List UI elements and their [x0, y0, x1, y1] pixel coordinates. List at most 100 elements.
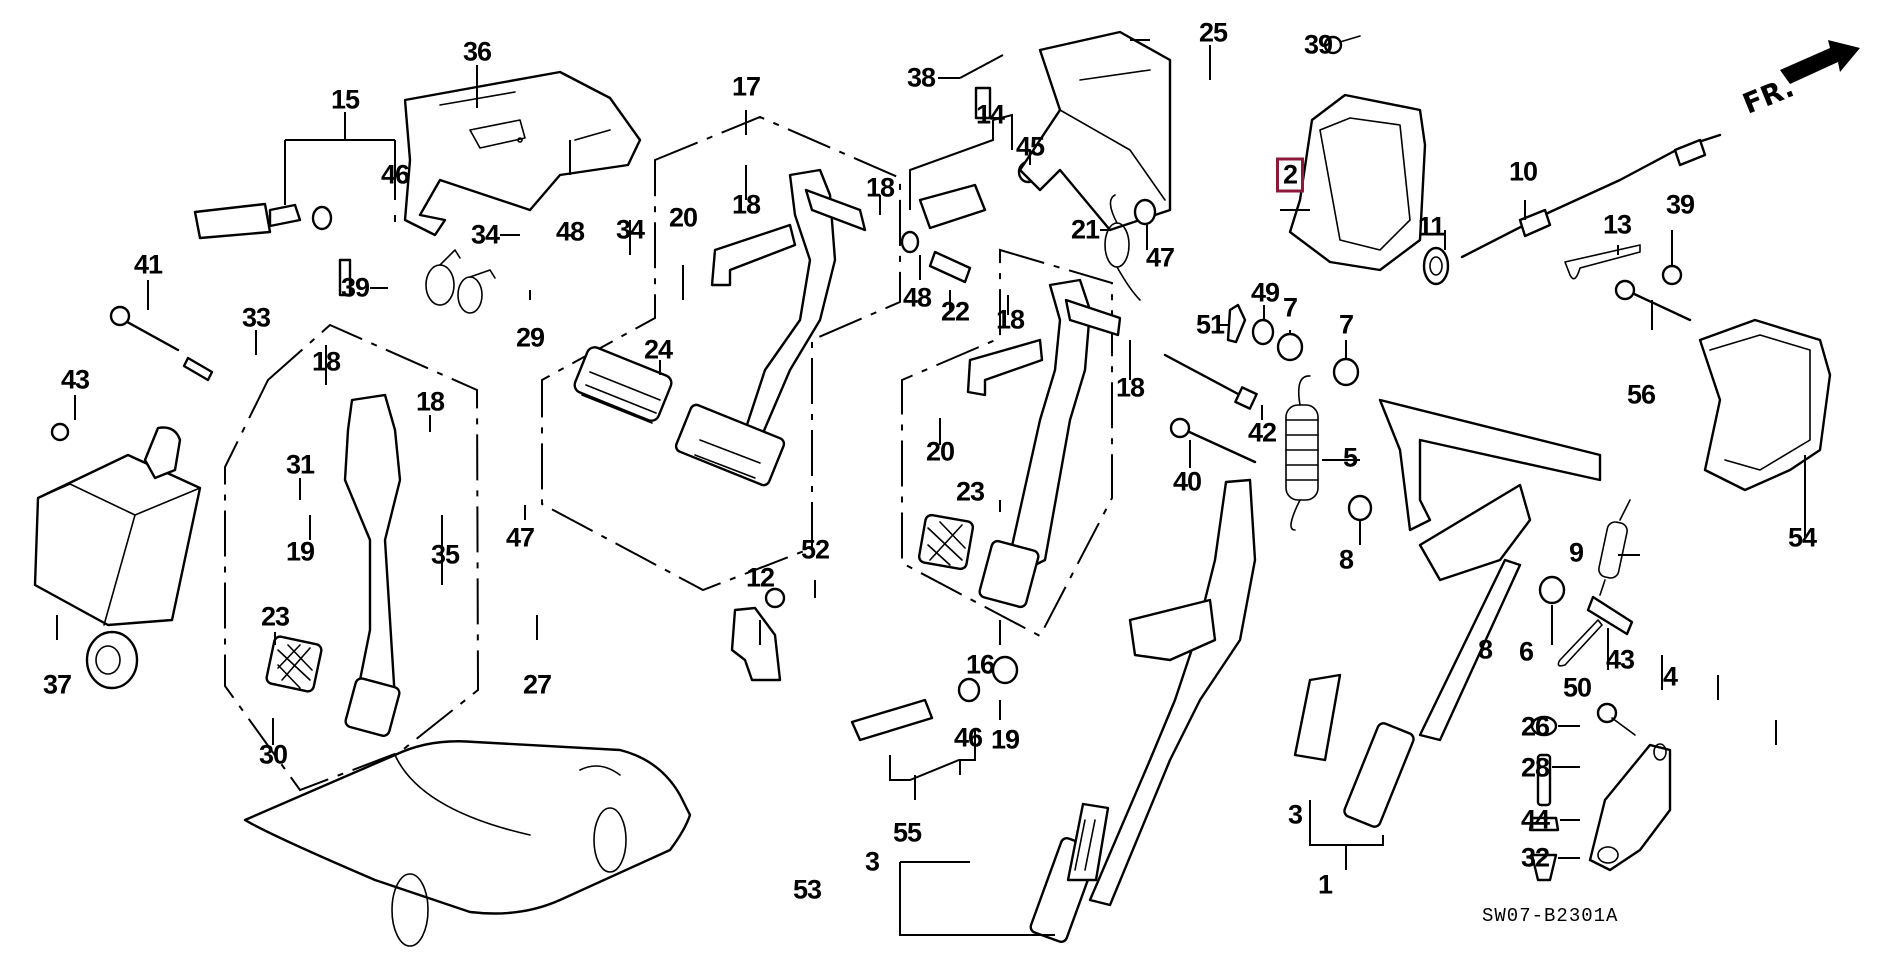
- callout-9[interactable]: 9: [1568, 537, 1584, 568]
- callout-39[interactable]: 39: [1303, 29, 1333, 60]
- callout-42[interactable]: 42: [1247, 417, 1277, 448]
- callout-18[interactable]: 18: [731, 189, 761, 220]
- callout-10[interactable]: 10: [1508, 156, 1538, 187]
- callout-32[interactable]: 32: [1520, 842, 1550, 873]
- callout-55[interactable]: 55: [892, 817, 922, 848]
- part-42-head: [1234, 386, 1258, 410]
- callout-37[interactable]: 37: [42, 669, 72, 700]
- callout-27[interactable]: 27: [522, 669, 552, 700]
- callout-47[interactable]: 47: [505, 522, 535, 553]
- callout-40[interactable]: 40: [1172, 466, 1202, 497]
- callout-7[interactable]: 7: [1282, 292, 1298, 323]
- callout-46[interactable]: 46: [380, 159, 410, 190]
- diagram-code: SW07-B2301A: [1482, 905, 1619, 927]
- part-54-bracket: [1698, 318, 1832, 492]
- part-12-bracket: [730, 606, 782, 682]
- callout-18[interactable]: 18: [415, 386, 445, 417]
- callout-48[interactable]: 48: [902, 282, 932, 313]
- callout-31[interactable]: 31: [285, 449, 315, 480]
- callout-56[interactable]: 56: [1626, 379, 1656, 410]
- part-40-bolt: [1183, 428, 1257, 464]
- part-8a-bushing: [1347, 494, 1373, 522]
- callout-17[interactable]: 17: [731, 71, 761, 102]
- callout-34[interactable]: 34: [470, 219, 500, 250]
- group-outline-30: [224, 323, 480, 792]
- callout-19[interactable]: 19: [285, 536, 315, 567]
- part-15-switch: [193, 202, 333, 240]
- callout-50[interactable]: 50: [1562, 672, 1592, 703]
- callout-12[interactable]: 12: [745, 562, 775, 593]
- callout-8[interactable]: 8: [1338, 544, 1354, 575]
- callout-7[interactable]: 7: [1338, 309, 1354, 340]
- callout-47[interactable]: 47: [1145, 242, 1175, 273]
- part-53-pedal-assembly: [1029, 478, 1257, 943]
- part-26-cushion: [1530, 715, 1558, 737]
- callout-38[interactable]: 38: [906, 62, 936, 93]
- callout-3[interactable]: 3: [1287, 799, 1303, 830]
- part-28-screw: [1536, 753, 1552, 807]
- callout-18[interactable]: 18: [311, 346, 341, 377]
- callout-6[interactable]: 6: [1518, 636, 1534, 667]
- callout-20[interactable]: 20: [668, 202, 698, 233]
- callout-45[interactable]: 45: [1015, 131, 1045, 162]
- callout-23[interactable]: 23: [260, 601, 290, 632]
- callout-2-selected[interactable]: 2: [1275, 157, 1305, 193]
- part-39c-bolt: [1661, 264, 1683, 286]
- callout-18[interactable]: 18: [865, 172, 895, 203]
- callout-36[interactable]: 36: [462, 36, 492, 67]
- callout-29[interactable]: 29: [515, 322, 545, 353]
- part-19-cap: [991, 655, 1019, 685]
- callout-24[interactable]: 24: [643, 334, 673, 365]
- callout-48[interactable]: 48: [555, 216, 585, 247]
- callout-28[interactable]: 28: [1520, 752, 1550, 783]
- group-outline-17: [541, 115, 901, 592]
- callout-25[interactable]: 25: [1198, 17, 1228, 48]
- callout-53[interactable]: 53: [792, 874, 822, 905]
- part-47-nut: [1133, 198, 1157, 226]
- leader-lines: [56, 39, 1806, 936]
- callout-43[interactable]: 43: [1605, 644, 1635, 675]
- callout-34[interactable]: 34: [615, 214, 645, 245]
- callout-54[interactable]: 54: [1787, 522, 1817, 553]
- callout-18[interactable]: 18: [1115, 372, 1145, 403]
- callout-46[interactable]: 46: [953, 722, 983, 753]
- callout-3[interactable]: 3: [864, 846, 880, 877]
- callout-23[interactable]: 23: [955, 476, 985, 507]
- callout-33[interactable]: 33: [241, 302, 271, 333]
- callout-4[interactable]: 4: [1662, 661, 1678, 692]
- callout-19[interactable]: 19: [990, 724, 1020, 755]
- callout-41[interactable]: 41: [133, 249, 163, 280]
- callout-14[interactable]: 14: [975, 99, 1005, 130]
- callout-22[interactable]: 22: [940, 296, 970, 327]
- part-33-collar: [182, 356, 214, 382]
- callout-18[interactable]: 18: [995, 304, 1025, 335]
- callout-26[interactable]: 26: [1520, 711, 1550, 742]
- callout-20[interactable]: 20: [925, 436, 955, 467]
- callout-51[interactable]: 51: [1195, 309, 1225, 340]
- callout-15[interactable]: 15: [330, 84, 360, 115]
- callout-35[interactable]: 35: [430, 539, 460, 570]
- part-4-bracket: [1588, 743, 1672, 872]
- part-41-bolt: [118, 316, 180, 352]
- callout-30[interactable]: 30: [258, 739, 288, 770]
- callout-11[interactable]: 11: [1417, 211, 1446, 242]
- part-43b-shank: [1611, 717, 1636, 736]
- part-1-pedal-assembly: [1293, 398, 1602, 828]
- callout-43[interactable]: 43: [60, 364, 90, 395]
- callout-5[interactable]: 5: [1342, 442, 1358, 473]
- part-6-pin: [1586, 595, 1634, 636]
- callout-13[interactable]: 13: [1602, 209, 1632, 240]
- part-39b-bolt: [1323, 35, 1343, 55]
- callout-39[interactable]: 39: [1665, 189, 1695, 220]
- callout-21[interactable]: 21: [1070, 214, 1100, 245]
- callout-44[interactable]: 44: [1520, 804, 1550, 835]
- callout-52[interactable]: 52: [800, 534, 830, 565]
- callout-16[interactable]: 16: [965, 649, 995, 680]
- callout-8[interactable]: 8: [1477, 634, 1493, 665]
- part-56-bolt: [1628, 290, 1692, 322]
- part-29-spring: [425, 249, 496, 314]
- callout-1[interactable]: 1: [1317, 869, 1333, 900]
- callout-39[interactable]: 39: [340, 272, 370, 303]
- callout-49[interactable]: 49: [1250, 277, 1280, 308]
